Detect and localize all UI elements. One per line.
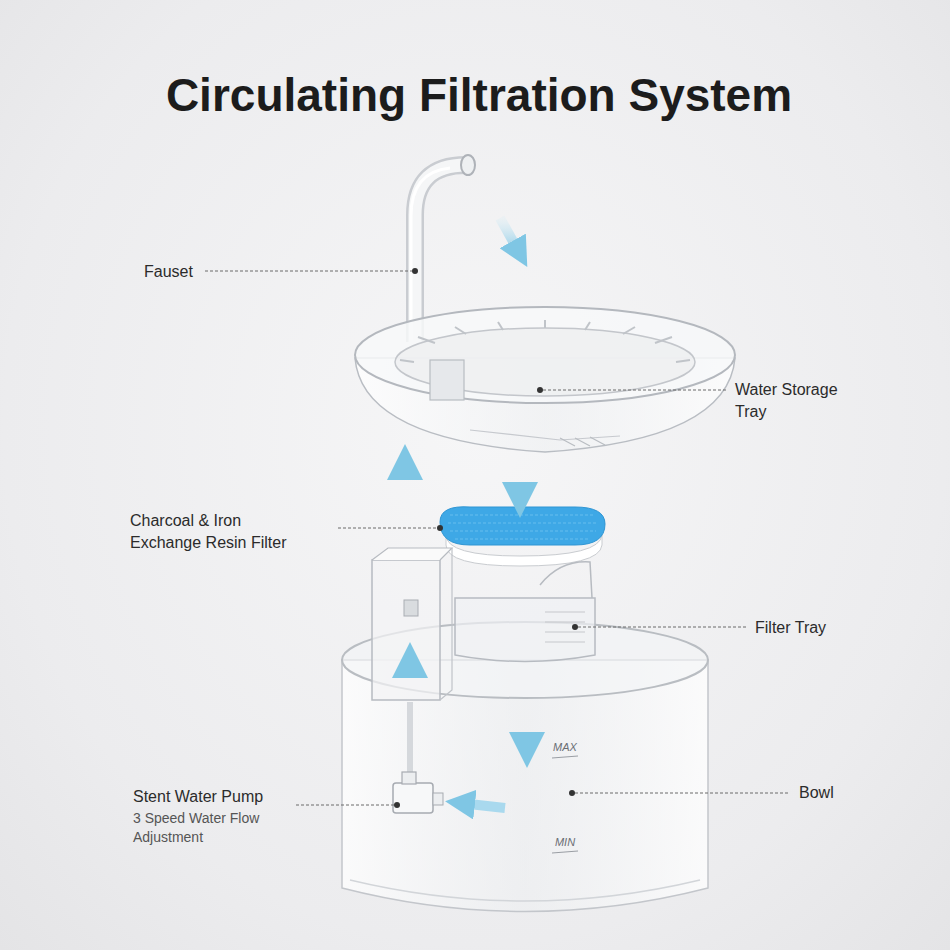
flow-arrows xyxy=(405,218,527,808)
part-note: 3 Speed Water Flow Adjustment xyxy=(133,809,293,847)
part-label: Charcoal & Iron Exchange Resin Filter xyxy=(130,510,315,553)
part-label: Bowl xyxy=(799,782,879,804)
water-pump xyxy=(393,702,443,813)
title: Circulating Filtration System xyxy=(4,68,950,123)
level-mark: MAX xyxy=(545,740,585,755)
part-label: Fauset xyxy=(144,261,204,283)
water-storage-tray xyxy=(355,307,735,452)
leader-lines xyxy=(205,271,790,805)
part-label: Filter Tray xyxy=(755,617,875,639)
part-label: Water Storage Tray xyxy=(735,379,870,422)
part-label: Stent Water Pump xyxy=(133,786,293,808)
filter-cartridge xyxy=(440,507,605,566)
leader-dots xyxy=(394,268,578,808)
level-mark: MIN xyxy=(545,835,585,850)
